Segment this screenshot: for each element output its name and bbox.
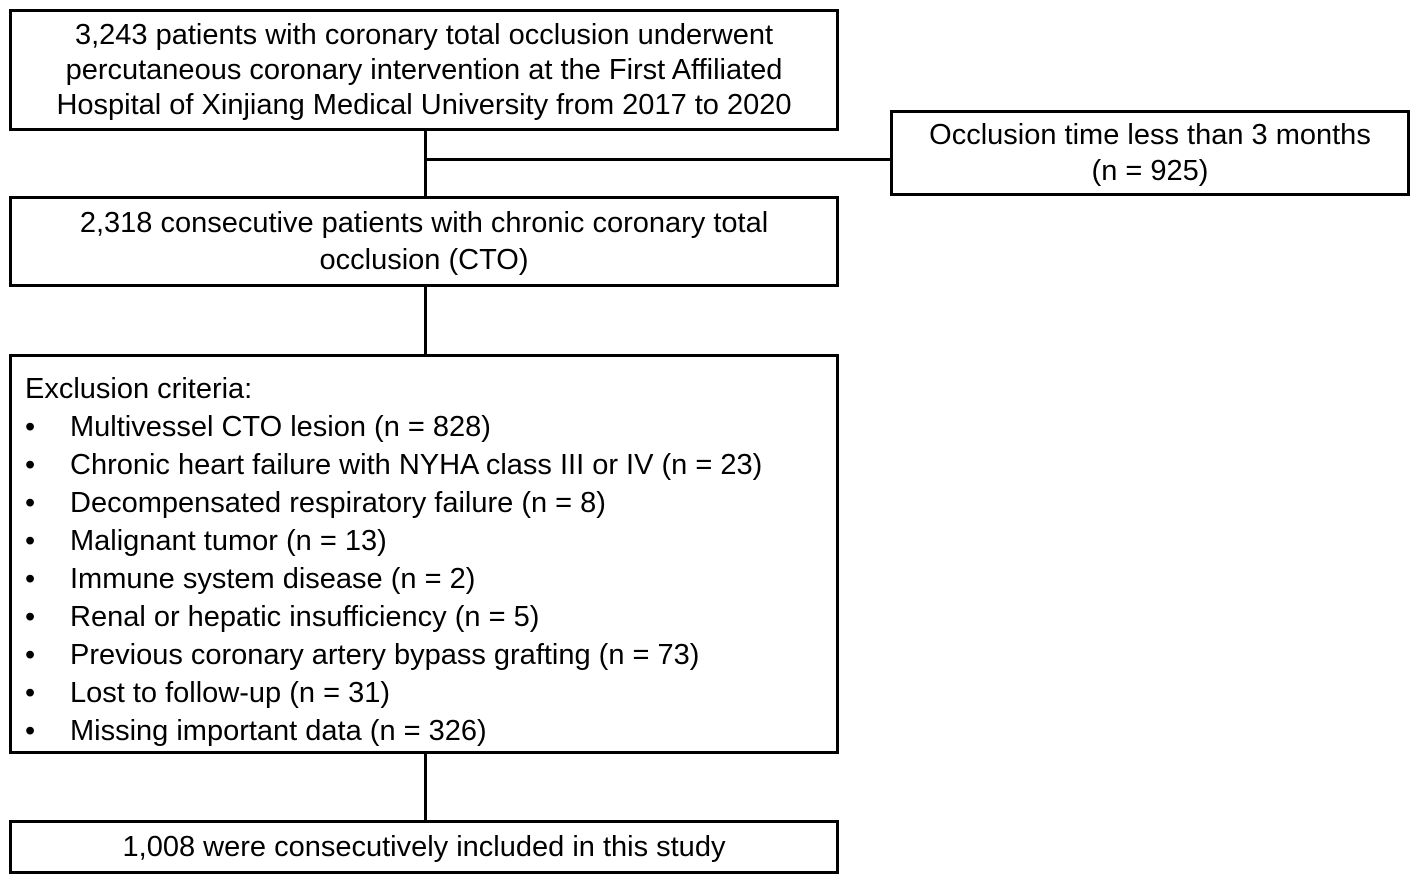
- cto-population-box: 2,318 consecutive patients with chronic …: [9, 196, 839, 287]
- exclusion-item: • Previous coronary artery bypass graftin…: [25, 636, 830, 674]
- exclusion-item: • Missing important data (n = 326): [25, 712, 830, 750]
- bullet-icon: •: [25, 411, 36, 443]
- exclusion-item: • Lost to follow-up (n = 31): [25, 674, 830, 712]
- bullet-icon: •: [25, 639, 36, 671]
- exclusion-item-text: Lost to follow-up (n = 31): [70, 677, 390, 709]
- start-line-3: Hospital of Xinjiang Medical University …: [56, 88, 792, 121]
- bullet-icon: •: [25, 525, 36, 557]
- start-line-2: percutaneous coronary intervention at th…: [65, 53, 783, 86]
- side-line-2: (n = 925): [1091, 155, 1209, 187]
- exclusion-item: • Renal or hepatic insufficiency (n = 5): [25, 598, 830, 636]
- exclusion-item: • Decompensated respiratory failure (n = …: [25, 484, 830, 522]
- connector-cto-to-exclusion: [424, 287, 427, 354]
- exclusion-item: • Malignant tumor (n = 13): [25, 522, 830, 560]
- bullet-icon: •: [25, 715, 36, 747]
- exclusion-item-text: Renal or hepatic insufficiency (n = 5): [70, 601, 540, 633]
- exclusion-item-text: Immune system disease (n = 2): [70, 563, 476, 595]
- cto-line-1: 2,318 consecutive patients with chronic …: [79, 206, 769, 239]
- bullet-icon: •: [25, 601, 36, 633]
- exclusion-item-text: Chronic heart failure with NYHA class II…: [70, 449, 763, 481]
- exclusion-item-text: Multivessel CTO lesion (n = 828): [70, 411, 491, 443]
- final-included-box: 1,008 were consecutively included in thi…: [9, 820, 839, 874]
- connector-exclusion-to-final: [424, 754, 427, 820]
- connector-start-to-cto: [424, 131, 427, 196]
- bullet-icon: •: [25, 487, 36, 519]
- exclusion-item-text: Malignant tumor (n = 13): [70, 525, 387, 557]
- occlusion-time-exclusion-box: Occlusion time less than 3 months (n = 9…: [890, 110, 1410, 196]
- bullet-icon: •: [25, 449, 36, 481]
- exclusion-item: • Chronic heart failure with NYHA class I…: [25, 446, 830, 484]
- exclusion-item: • Multivessel CTO lesion (n = 828): [25, 408, 830, 446]
- side-line-1: Occlusion time less than 3 months: [929, 119, 1371, 151]
- exclusion-item-text: Missing important data (n = 326): [70, 715, 487, 747]
- exclusion-list: • Multivessel CTO lesion (n = 828) • Chron…: [25, 408, 830, 750]
- cto-line-2: occlusion (CTO): [319, 243, 529, 276]
- start-line-1: 3,243 patients with coronary total occlu…: [74, 18, 774, 51]
- bullet-icon: •: [25, 677, 36, 709]
- exclusion-title: Exclusion criteria:: [25, 373, 253, 405]
- exclusion-item-text: Previous coronary artery bypass grafting…: [70, 639, 700, 671]
- exclusion-item-text: Decompensated respiratory failure (n = 8…: [70, 487, 606, 519]
- final-text: 1,008 were consecutively included in thi…: [122, 831, 726, 863]
- bullet-icon: •: [25, 563, 36, 595]
- exclusion-item: • Immune system disease (n = 2): [25, 560, 830, 598]
- exclusion-criteria-box: Exclusion criteria: • Multivessel CTO les…: [9, 354, 839, 754]
- connector-branch-to-side: [424, 158, 890, 161]
- start-population-box: 3,243 patients with coronary total occlu…: [9, 9, 839, 131]
